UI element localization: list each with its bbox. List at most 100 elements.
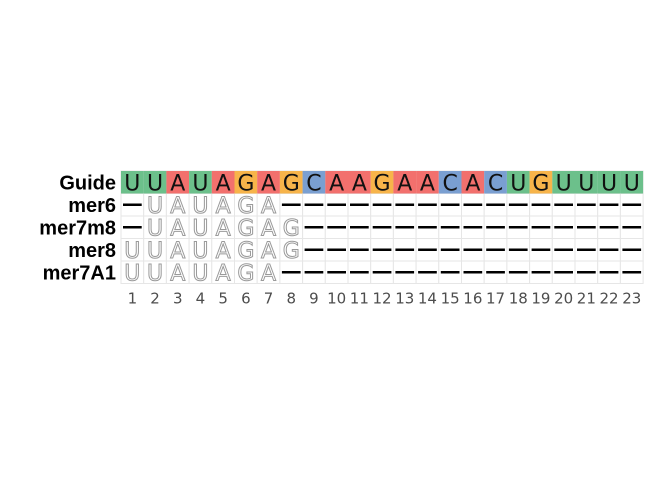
guide-nucleotide-tile — [166, 171, 190, 194]
position-label: 9 — [309, 290, 319, 308]
site-nucleotide-letter: G — [237, 261, 254, 286]
guide-nucleotide-tile — [189, 171, 212, 194]
guide-nucleotide-tile — [575, 171, 598, 194]
guide-nucleotide-letter: U — [147, 171, 163, 196]
site-nucleotide-letter: U — [147, 261, 163, 286]
guide-nucleotide-tile — [393, 171, 417, 194]
site-nucleotide-letter: U — [147, 239, 163, 264]
guide-nucleotide-tile — [279, 171, 303, 194]
guide-nucleotide-letter: C — [442, 171, 457, 196]
position-label: 22 — [600, 290, 619, 308]
guide-nucleotide-tile — [506, 171, 530, 194]
guide-nucleotide-tile — [325, 171, 348, 194]
guide-nucleotide-letter: U — [578, 171, 594, 196]
position-label: 11 — [350, 290, 369, 308]
site-nucleotide-letter: G — [237, 194, 254, 219]
position-label: 18 — [509, 290, 528, 308]
site-nucleotide-letter: G — [237, 216, 254, 241]
site-nucleotide-letter: U — [192, 216, 208, 241]
guide-nucleotide-letter: U — [124, 171, 140, 196]
guide-nucleotide-letter: A — [216, 171, 231, 196]
guide-nucleotide-tile — [620, 171, 644, 194]
site-nucleotide-letter: A — [216, 194, 231, 219]
position-label: 6 — [241, 290, 251, 308]
site-nucleotide-letter: G — [283, 216, 300, 241]
site-nucleotide-letter: U — [124, 261, 140, 286]
position-label: 7 — [264, 290, 274, 308]
guide-nucleotide-tile — [597, 171, 621, 194]
guide-nucleotide-tile — [370, 171, 394, 194]
site-nucleotide-letter: U — [147, 216, 163, 241]
site-nucleotide-letter: A — [261, 239, 276, 264]
guide-nucleotide-tile — [438, 171, 462, 194]
guide-row-label: Guide — [59, 172, 116, 194]
site-nucleotide-letter: G — [237, 239, 254, 264]
guide-nucleotide-letter: U — [624, 171, 640, 196]
guide-nucleotide-tile — [257, 171, 280, 194]
site-nucleotide-letter: A — [216, 216, 231, 241]
guide-nucleotide-letter: U — [192, 171, 208, 196]
guide-nucleotide-letter: C — [488, 171, 503, 196]
guide-nucleotide-letter: A — [261, 171, 276, 196]
site-row-label: mer8 — [68, 240, 116, 262]
position-label: 21 — [577, 290, 596, 308]
site-row-label: mer7A1 — [43, 262, 116, 284]
guide-nucleotide-letter: U — [556, 171, 572, 196]
site-nucleotide-letter: A — [170, 216, 185, 241]
position-label: 20 — [554, 290, 573, 308]
position-label: 3 — [173, 290, 183, 308]
guide-nucleotide-letter: G — [532, 171, 549, 196]
guide-nucleotide-tile — [211, 171, 235, 194]
guide-nucleotide-tile — [121, 171, 144, 194]
position-label: 17 — [486, 290, 505, 308]
guide-nucleotide-tile — [302, 171, 326, 194]
position-label: 12 — [373, 290, 392, 308]
position-label: 1 — [128, 290, 138, 308]
position-label: 19 — [531, 290, 550, 308]
guide-nucleotide-tile — [552, 171, 575, 194]
site-nucleotide-letter: U — [192, 239, 208, 264]
position-label: 23 — [622, 290, 641, 308]
guide-nucleotide-letter: C — [306, 171, 321, 196]
guide-nucleotide-letter: A — [397, 171, 412, 196]
guide-nucleotide-letter: A — [352, 171, 367, 196]
guide-nucleotide-letter: G — [237, 171, 254, 196]
site-nucleotide-letter: U — [192, 261, 208, 286]
guide-nucleotide-tile — [484, 171, 507, 194]
guide-nucleotide-tile — [348, 171, 371, 194]
site-nucleotide-letter: A — [216, 239, 231, 264]
guide-nucleotide-letter: U — [510, 171, 526, 196]
guide-nucleotide-letter: G — [283, 171, 300, 196]
guide-nucleotide-tile — [529, 171, 553, 194]
position-label: 15 — [441, 290, 460, 308]
position-label: 13 — [395, 290, 414, 308]
site-nucleotide-letter: A — [170, 194, 185, 219]
position-label: 16 — [463, 290, 482, 308]
site-nucleotide-letter: U — [124, 239, 140, 264]
position-label: 4 — [196, 290, 206, 308]
site-nucleotide-letter: A — [170, 261, 185, 286]
position-label: 8 — [286, 290, 296, 308]
guide-nucleotide-letter: A — [420, 171, 435, 196]
position-label: 14 — [418, 290, 437, 308]
guide-nucleotide-tile — [461, 171, 485, 194]
guide-nucleotide-letter: U — [601, 171, 617, 196]
guide-nucleotide-letter: A — [170, 171, 185, 196]
site-nucleotide-letter: U — [192, 194, 208, 219]
site-nucleotide-letter: A — [261, 261, 276, 286]
site-nucleotide-letter: G — [283, 239, 300, 264]
guide-nucleotide-letter: A — [329, 171, 344, 196]
guide-nucleotide-tile — [143, 171, 167, 194]
guide-nucleotide-tile — [416, 171, 439, 194]
site-nucleotide-letter: A — [261, 194, 276, 219]
site-nucleotide-letter: A — [170, 239, 185, 264]
guide-nucleotide-tile — [234, 171, 258, 194]
position-label: 5 — [218, 290, 228, 308]
site-nucleotide-letter: U — [147, 194, 163, 219]
site-row-label: mer7m8 — [39, 217, 116, 239]
guide-nucleotide-letter: A — [465, 171, 480, 196]
position-label: 10 — [327, 290, 346, 308]
site-nucleotide-letter: A — [261, 216, 276, 241]
